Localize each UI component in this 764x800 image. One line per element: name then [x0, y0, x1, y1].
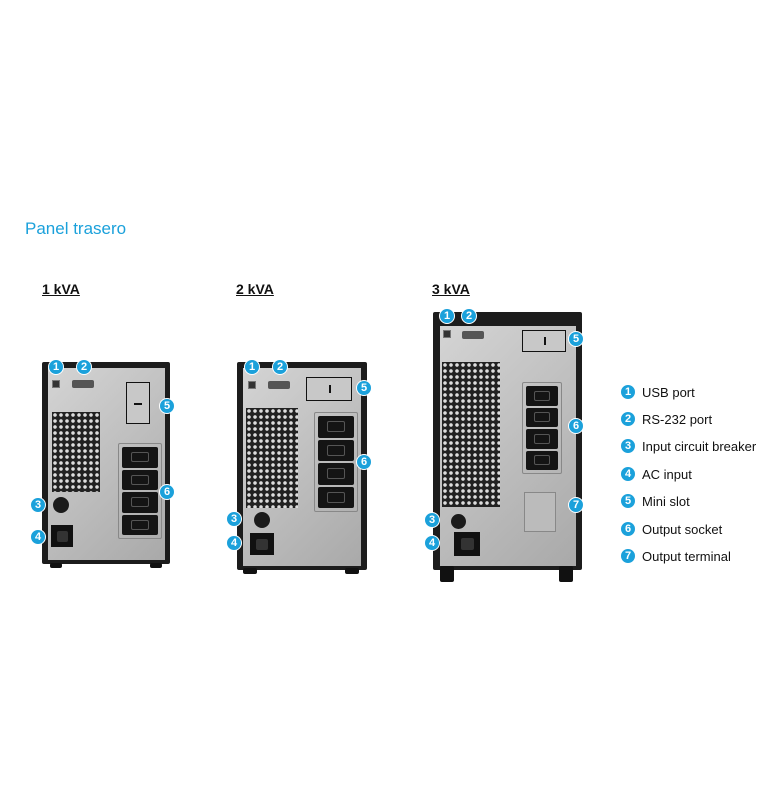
- legend-label: AC input: [642, 466, 692, 482]
- mini-slot: [522, 330, 566, 352]
- callout-badge: 5: [159, 398, 175, 414]
- vent-grille: [442, 362, 500, 507]
- legend-badge: 4: [620, 466, 636, 482]
- legend-label: USB port: [642, 384, 695, 400]
- output-sockets: [522, 382, 562, 474]
- callout-badge: 1: [48, 359, 64, 375]
- callout-badge: 2: [272, 359, 288, 375]
- legend-badge: 6: [620, 521, 636, 537]
- callout-badge: 2: [461, 308, 477, 324]
- callout-badge: 4: [30, 529, 46, 545]
- section-title: Panel trasero: [25, 219, 127, 238]
- callout-badge: 2: [76, 359, 92, 375]
- input-breaker: [53, 497, 69, 513]
- rs232-port: [462, 331, 484, 339]
- legend-item: 5 Mini slot: [620, 493, 690, 509]
- model-heading-2kva: 2 kVA: [236, 281, 274, 297]
- legend-item: 6 Output socket: [620, 521, 722, 537]
- vent-grille: [52, 412, 100, 492]
- legend-badge: 3: [620, 438, 636, 454]
- ac-input: [51, 525, 73, 547]
- callout-badge: 7: [568, 497, 584, 513]
- callout-badge: 6: [568, 418, 584, 434]
- legend-badge: 7: [620, 548, 636, 564]
- callout-badge: 5: [356, 380, 372, 396]
- input-breaker: [451, 514, 466, 529]
- legend-badge: 5: [620, 493, 636, 509]
- callout-badge: 3: [30, 497, 46, 513]
- callout-badge: 3: [226, 511, 242, 527]
- callout-badge: 1: [244, 359, 260, 375]
- usb-port: [443, 330, 451, 338]
- callout-badge: 6: [356, 454, 372, 470]
- model-heading-1kva: 1 kVA: [42, 281, 80, 297]
- rs232-port: [268, 381, 290, 389]
- legend-badge: 1: [620, 384, 636, 400]
- legend-badge: 2: [620, 411, 636, 427]
- legend-label: Output socket: [642, 521, 723, 537]
- output-terminal: [524, 492, 556, 532]
- callout-badge: 1: [439, 308, 455, 324]
- legend-label: Output terminal: [642, 548, 731, 564]
- vent-grille: [246, 408, 298, 508]
- mini-slot: [126, 382, 150, 424]
- model-heading-3kva: 3 kVA: [432, 281, 470, 297]
- callout-badge: 5: [568, 331, 584, 347]
- legend-item: 3 Input circuit breaker: [620, 438, 756, 454]
- mini-slot: [306, 377, 352, 401]
- callout-badge: 4: [424, 535, 440, 551]
- ac-input: [250, 533, 274, 555]
- output-sockets: [118, 443, 162, 539]
- output-sockets: [314, 412, 358, 512]
- legend-label: RS-232 port: [642, 411, 713, 427]
- legend-label: Input circuit breaker: [642, 438, 757, 454]
- legend-label: Mini slot: [642, 493, 690, 509]
- usb-port: [248, 381, 256, 389]
- usb-port: [52, 380, 60, 388]
- legend-item: 4 AC input: [620, 466, 692, 482]
- input-breaker: [254, 512, 270, 528]
- legend-item: 1 USB port: [620, 384, 695, 400]
- legend-item: 7 Output terminal: [620, 548, 731, 564]
- rs232-port: [72, 380, 94, 388]
- callout-badge: 6: [159, 484, 175, 500]
- legend-item: 2 RS-232 port: [620, 411, 712, 427]
- callout-badge: 3: [424, 512, 440, 528]
- callout-badge: 4: [226, 535, 242, 551]
- ac-input: [454, 532, 480, 556]
